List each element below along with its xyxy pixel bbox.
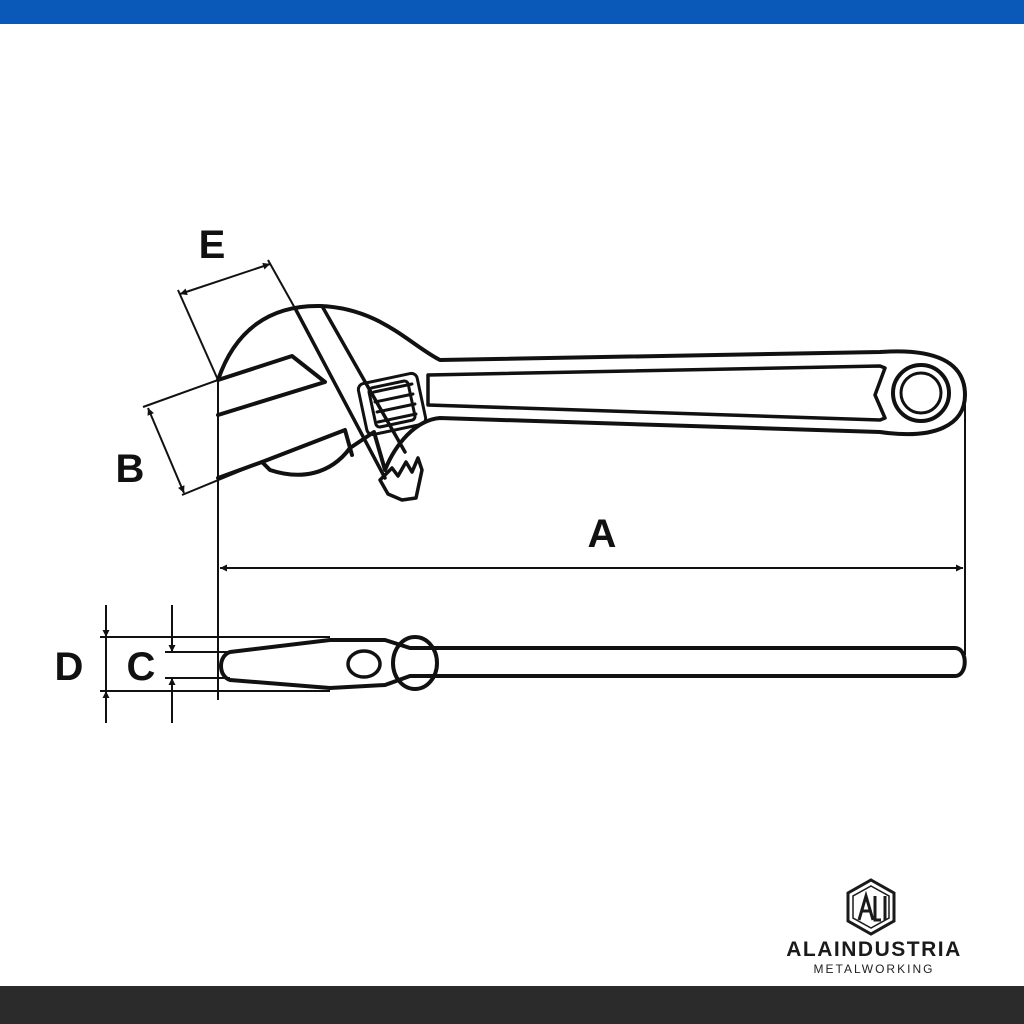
fixed-jaw: [216, 354, 327, 417]
hanging-hole: [891, 363, 951, 423]
jaw-slide: [294, 304, 407, 480]
dim-label-c: C: [127, 645, 156, 689]
hexagon-ali-monogram-icon: [846, 878, 896, 936]
dim-label-b: B: [116, 447, 145, 491]
dim-label-e: E: [199, 223, 226, 267]
side-head: [219, 638, 967, 690]
wrench-side-view: [219, 635, 967, 691]
dim-line-e: [179, 262, 271, 296]
wrench-head-outline: [216, 303, 967, 477]
dim-label-d: D: [55, 645, 84, 689]
wrench-top-view: [216, 303, 967, 502]
dim-line-b: [147, 407, 185, 494]
handle-slot: [426, 364, 887, 422]
side-worm: [391, 635, 439, 691]
worm-screw: [356, 371, 428, 437]
top-accent-bar: [0, 0, 1024, 24]
bottom-footer-bar: [0, 986, 1024, 1024]
dim-label-a: A: [588, 512, 617, 556]
jaw-teeth: [378, 456, 424, 502]
brand-tagline: METALWORKING: [813, 962, 935, 976]
brand-name: ALAINDUSTRIA: [786, 938, 962, 961]
